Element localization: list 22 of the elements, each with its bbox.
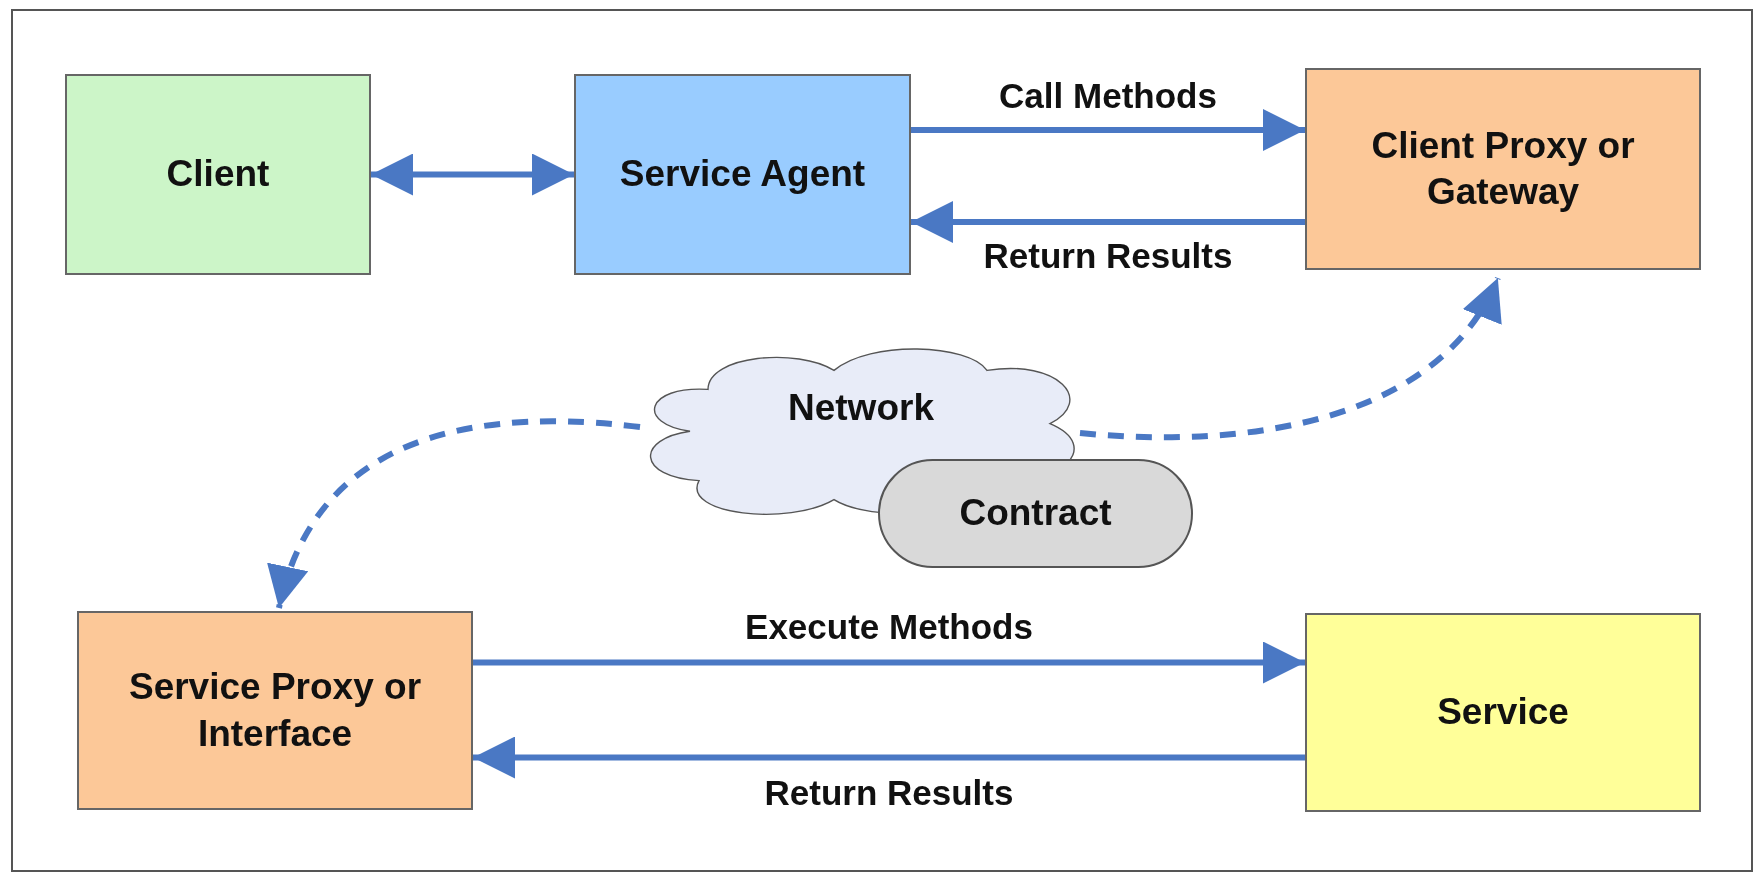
edge-label: Call Methods	[999, 75, 1217, 117]
edge-label: Return Results	[764, 771, 1014, 814]
arrow	[911, 109, 1305, 151]
process-box	[574, 74, 911, 275]
node-label: Client	[166, 152, 270, 197]
process-box	[1305, 68, 1701, 270]
process-box	[77, 611, 473, 810]
process-box	[65, 74, 371, 275]
node-label: Contract	[959, 491, 1112, 536]
edge-label: Execute Methods	[745, 605, 1033, 648]
process-box	[1305, 613, 1701, 812]
node-label: Client Proxy or Gateway	[1370, 123, 1636, 214]
arrow	[371, 153, 574, 196]
arrow	[1079, 276, 1501, 441]
node-label: Service Agent	[619, 152, 866, 197]
node-label: Service	[1437, 690, 1569, 735]
edge-label: Return Results	[983, 235, 1233, 277]
arrow	[911, 201, 1305, 243]
node-label: Service Proxy or Interface	[127, 665, 423, 756]
arrow	[473, 641, 1305, 684]
arrow	[473, 736, 1305, 779]
node-label: Network	[788, 386, 934, 430]
